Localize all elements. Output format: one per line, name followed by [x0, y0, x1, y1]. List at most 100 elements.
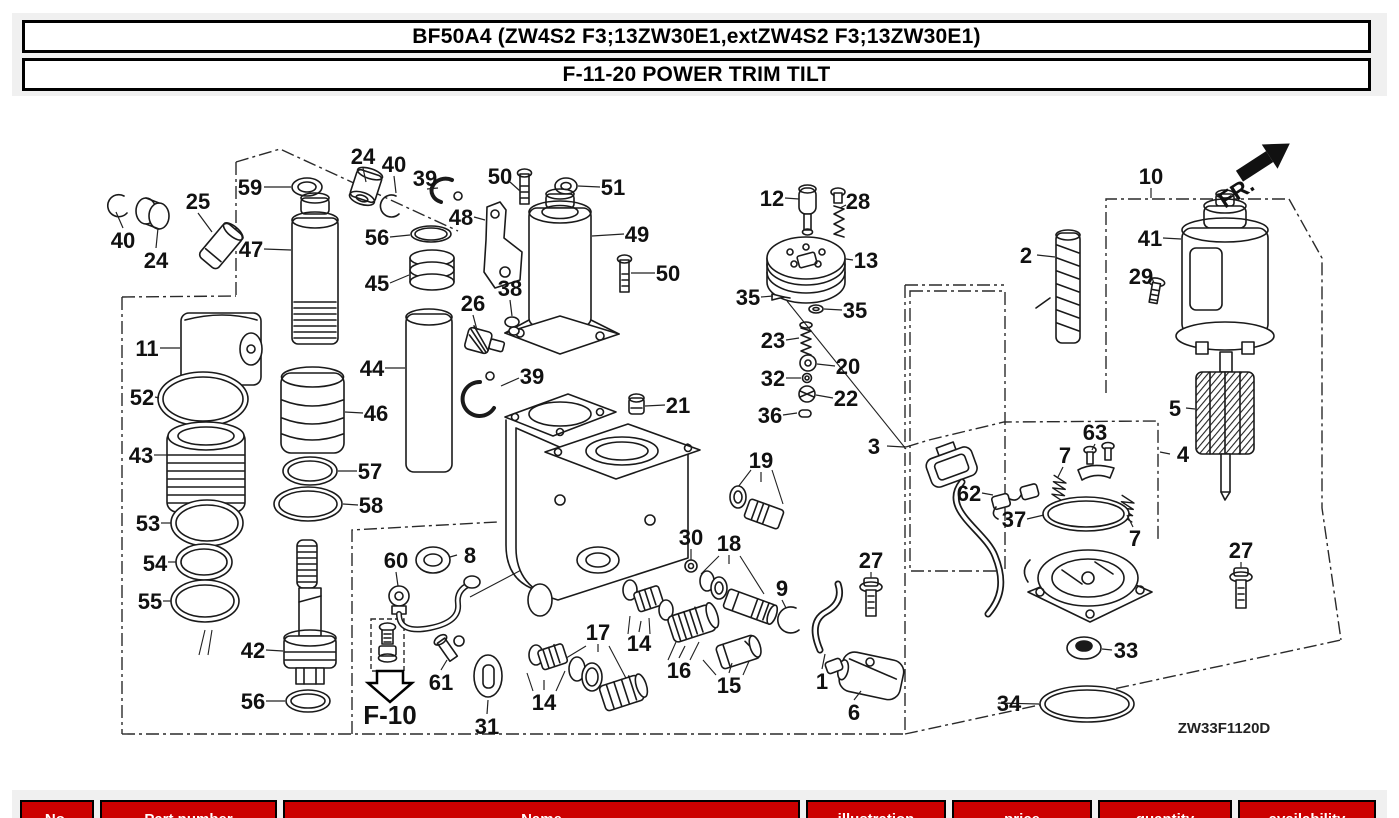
part-callout-36[interactable]: 36 — [758, 403, 782, 428]
callout-leader-29 — [1151, 277, 1155, 284]
part-callout-42[interactable]: 42 — [241, 638, 265, 663]
part-callout-5[interactable]: 5 — [1169, 396, 1181, 421]
part-callout-32[interactable]: 32 — [761, 366, 785, 391]
part-callout-6[interactable]: 6 — [848, 700, 860, 725]
part-callout-1[interactable]: 1 — [816, 669, 828, 694]
part-callout-20[interactable]: 20 — [836, 354, 860, 379]
part-30-nut — [684, 559, 698, 573]
part-callout-27[interactable]: 27 — [1229, 538, 1253, 563]
part-43-threaded-head — [166, 421, 246, 513]
part-callout-62[interactable]: 62 — [957, 481, 981, 506]
part-callout-50[interactable]: 50 — [656, 261, 680, 286]
part-callout-55[interactable]: 55 — [138, 589, 162, 614]
part-callout-38[interactable]: 38 — [498, 276, 522, 301]
part-callout-53[interactable]: 53 — [136, 511, 160, 536]
part-35-valve-right — [808, 304, 824, 314]
part-20-valve — [799, 354, 817, 372]
callout-leader-49 — [591, 233, 625, 237]
table-header-illustration: illustration — [806, 800, 946, 818]
part-callout-57[interactable]: 57 — [358, 459, 382, 484]
part-callout-50[interactable]: 50 — [488, 164, 512, 189]
part-callout-17[interactable]: 17 — [586, 620, 610, 645]
part-callout-52[interactable]: 52 — [130, 385, 154, 410]
part-callout-19[interactable]: 19 — [749, 448, 773, 473]
part-callout-2[interactable]: 2 — [1020, 243, 1032, 268]
part-callout-8[interactable]: 8 — [464, 543, 476, 568]
part-callout-24[interactable]: 24 — [144, 248, 169, 273]
part-callout-23[interactable]: 23 — [761, 328, 785, 353]
part-callout-25[interactable]: 25 — [186, 189, 210, 214]
f10-reference-label[interactable]: F-10 — [363, 700, 416, 730]
part-callout-12[interactable]: 12 — [760, 186, 784, 211]
part-callout-26[interactable]: 26 — [461, 291, 485, 316]
part-callout-54[interactable]: 54 — [143, 551, 168, 576]
part-callout-43[interactable]: 43 — [129, 443, 153, 468]
part-callout-37[interactable]: 37 — [1002, 507, 1026, 532]
part-callout-34[interactable]: 34 — [997, 691, 1022, 716]
part-callout-46[interactable]: 46 — [364, 401, 388, 426]
part-callout-33[interactable]: 33 — [1114, 638, 1138, 663]
part-callout-35[interactable]: 35 — [843, 298, 867, 323]
part-callout-56[interactable]: 56 — [241, 689, 265, 714]
part-callout-13[interactable]: 13 — [854, 248, 878, 273]
part-callout-16[interactable]: 16 — [667, 658, 691, 683]
part-callout-35[interactable]: 35 — [736, 285, 760, 310]
part-callout-56[interactable]: 56 — [365, 225, 389, 250]
callout-leader-41 — [1162, 237, 1182, 240]
part-callout-14[interactable]: 14 — [532, 690, 557, 715]
part-13-manifold — [766, 236, 846, 304]
part-callout-48[interactable]: 48 — [449, 205, 473, 230]
part-callout-9[interactable]: 9 — [776, 576, 788, 601]
part-callout-40[interactable]: 40 — [382, 152, 406, 177]
callout-leader-34 — [997, 702, 1040, 705]
part-17-coupler — [598, 673, 649, 712]
part-callout-21[interactable]: 21 — [666, 393, 690, 418]
part-callout-40[interactable]: 40 — [111, 228, 135, 253]
part-25-pin — [198, 222, 244, 270]
part-callout-30[interactable]: 30 — [679, 525, 703, 550]
part-28-spring-screw — [830, 187, 846, 238]
callout-leader-39 — [500, 377, 520, 387]
callout-leader-40 — [393, 175, 397, 194]
part-callout-7[interactable]: 7 — [1129, 526, 1141, 551]
part-24-bushing-top — [348, 166, 384, 207]
part-callout-22[interactable]: 22 — [834, 386, 858, 411]
section-title: F-11-20 POWER TRIM TILT — [562, 62, 831, 86]
part-callout-49[interactable]: 49 — [625, 222, 649, 247]
part-callout-27[interactable]: 27 — [859, 548, 883, 573]
part-callout-58[interactable]: 58 — [359, 493, 383, 518]
part-callout-11[interactable]: 11 — [135, 336, 158, 361]
part-callout-39[interactable]: 39 — [520, 364, 544, 389]
callout-leader-35 — [823, 308, 843, 311]
callout-leader-39 — [426, 187, 439, 190]
part-57-oring — [282, 456, 338, 486]
part-callout-24[interactable]: 24 — [351, 144, 376, 169]
part-callout-29[interactable]: 29 — [1129, 264, 1153, 289]
part-callout-14[interactable]: 14 — [627, 631, 652, 656]
part-callout-47[interactable]: 47 — [239, 237, 263, 262]
callout-leader-58 — [342, 503, 359, 506]
part-callout-39[interactable]: 39 — [413, 166, 437, 191]
part-callout-63[interactable]: 63 — [1083, 420, 1107, 445]
part-callout-51[interactable]: 51 — [601, 175, 625, 200]
part-callout-41[interactable]: 41 — [1138, 226, 1162, 251]
part-callout-61[interactable]: 61 — [429, 670, 453, 695]
part-callout-59[interactable]: 59 — [238, 175, 262, 200]
part-callout-3[interactable]: 3 — [868, 434, 880, 459]
part-callout-45[interactable]: 45 — [365, 271, 389, 296]
part-8-grommet — [415, 546, 451, 574]
part-callout-60[interactable]: 60 — [384, 548, 408, 573]
part-callout-28[interactable]: 28 — [846, 189, 870, 214]
part-callout-18[interactable]: 18 — [717, 531, 741, 556]
part-callout-15[interactable]: 15 — [717, 673, 741, 698]
part-callout-4[interactable]: 4 — [1177, 442, 1190, 467]
callout-leader-35 — [760, 295, 774, 298]
part-41-motor — [1175, 189, 1275, 355]
callout-leader-2 — [1036, 254, 1056, 258]
part-callout-44[interactable]: 44 — [360, 356, 385, 381]
part-callout-7[interactable]: 7 — [1059, 443, 1071, 468]
part-50-bolt-top — [516, 168, 533, 205]
part-callout-10[interactable]: 10 — [1139, 164, 1163, 189]
part-7-spring-top — [1051, 474, 1067, 503]
part-callout-31[interactable]: 31 — [475, 714, 499, 739]
